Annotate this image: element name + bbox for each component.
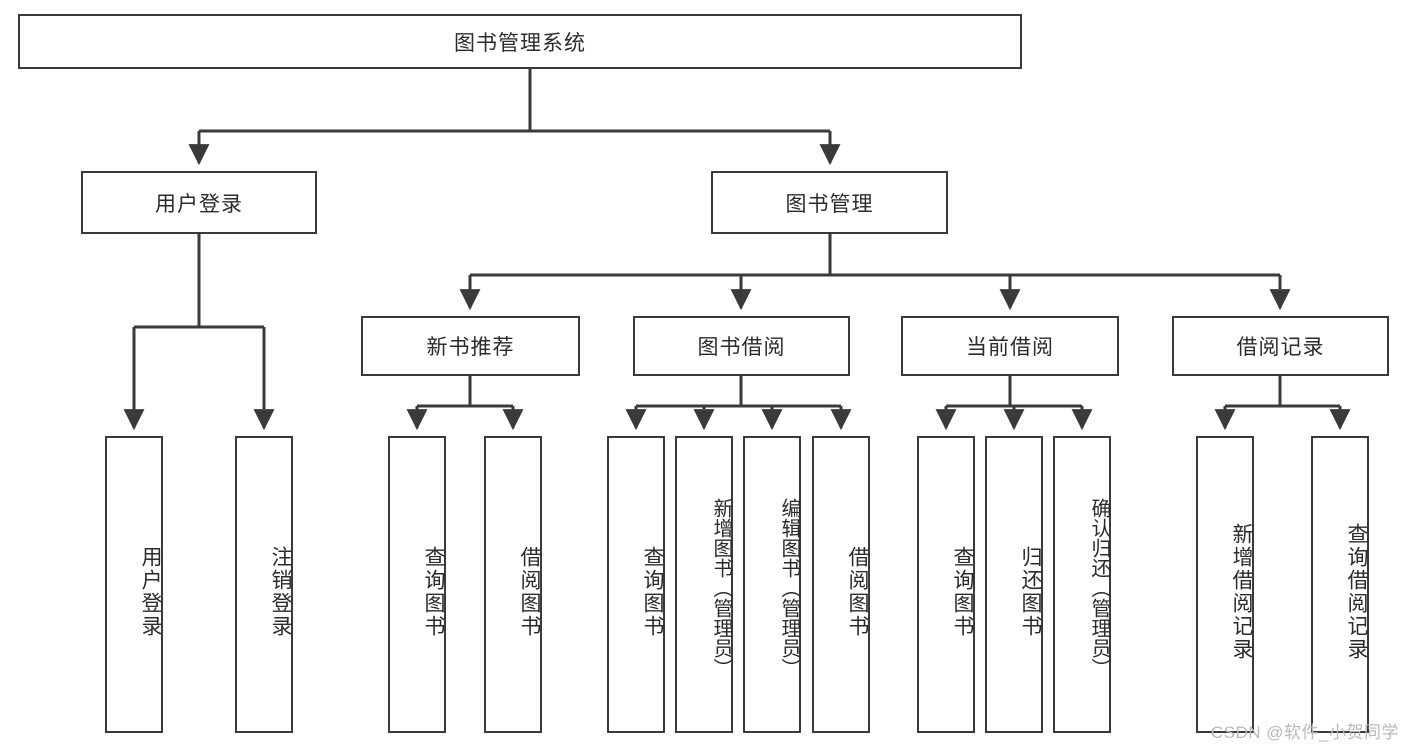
node-leaf-return-book[interactable]: 归还图书 <box>985 436 1043 733</box>
node-root[interactable]: 图书管理系统 <box>18 14 1022 69</box>
node-leaf-borrow-book-2[interactable]: 借阅图书 <box>812 436 870 733</box>
node-user-login[interactable]: 用户登录 <box>81 171 317 234</box>
node-book-borrow[interactable]: 图书借阅 <box>633 316 850 376</box>
node-leaf-logout-login[interactable]: 注销登录 <box>235 436 293 733</box>
node-leaf-confirm-return-label: 确认归还（管理员） <box>1088 497 1110 678</box>
node-leaf-borrow-book-1[interactable]: 借阅图书 <box>484 436 542 733</box>
node-leaf-add-record-label: 新增借阅记录 <box>1230 522 1253 661</box>
node-leaf-confirm-return[interactable]: 确认归还（管理员） <box>1053 436 1111 733</box>
watermark: CSDN @软件_小贺同学 <box>1210 723 1399 742</box>
node-leaf-borrow-book-1-label: 借阅图书 <box>518 545 541 638</box>
node-leaf-query-book-3[interactable]: 查询图书 <box>917 436 975 733</box>
node-new-book-recommend[interactable]: 新书推荐 <box>361 316 580 376</box>
node-leaf-add-book-label: 新增图书（管理员） <box>710 497 732 678</box>
node-leaf-logout-login-label: 注销登录 <box>269 545 292 638</box>
node-user-login-label: 用户登录 <box>155 192 243 216</box>
node-leaf-query-record[interactable]: 查询借阅记录 <box>1311 436 1369 733</box>
node-current-borrow[interactable]: 当前借阅 <box>901 316 1119 376</box>
node-leaf-user-login-label: 用户登录 <box>139 545 162 638</box>
node-book-borrow-label: 图书借阅 <box>697 336 786 359</box>
node-leaf-add-record[interactable]: 新增借阅记录 <box>1196 436 1254 733</box>
node-leaf-edit-book-label: 编辑图书（管理员） <box>778 497 800 678</box>
node-leaf-query-book-3-label: 查询图书 <box>951 545 974 638</box>
node-leaf-return-book-label: 归还图书 <box>1019 545 1042 638</box>
node-book-manage[interactable]: 图书管理 <box>711 171 948 234</box>
node-leaf-query-book-1[interactable]: 查询图书 <box>388 436 446 733</box>
node-leaf-add-book[interactable]: 新增图书（管理员） <box>675 436 733 733</box>
node-borrow-record-label: 借阅记录 <box>1236 336 1325 359</box>
node-borrow-record[interactable]: 借阅记录 <box>1172 316 1389 376</box>
node-new-book-recommend-label: 新书推荐 <box>426 336 515 359</box>
node-current-borrow-label: 当前借阅 <box>966 336 1054 359</box>
node-leaf-query-record-label: 查询借阅记录 <box>1345 522 1368 661</box>
node-leaf-borrow-book-2-label: 借阅图书 <box>846 545 869 638</box>
node-leaf-query-book-2[interactable]: 查询图书 <box>607 436 665 733</box>
node-leaf-user-login[interactable]: 用户登录 <box>105 436 163 733</box>
node-leaf-query-book-1-label: 查询图书 <box>422 545 445 638</box>
node-leaf-query-book-2-label: 查询图书 <box>641 545 664 638</box>
node-leaf-edit-book[interactable]: 编辑图书（管理员） <box>743 436 801 733</box>
node-root-label: 图书管理系统 <box>454 31 586 55</box>
node-book-manage-label: 图书管理 <box>785 192 874 216</box>
